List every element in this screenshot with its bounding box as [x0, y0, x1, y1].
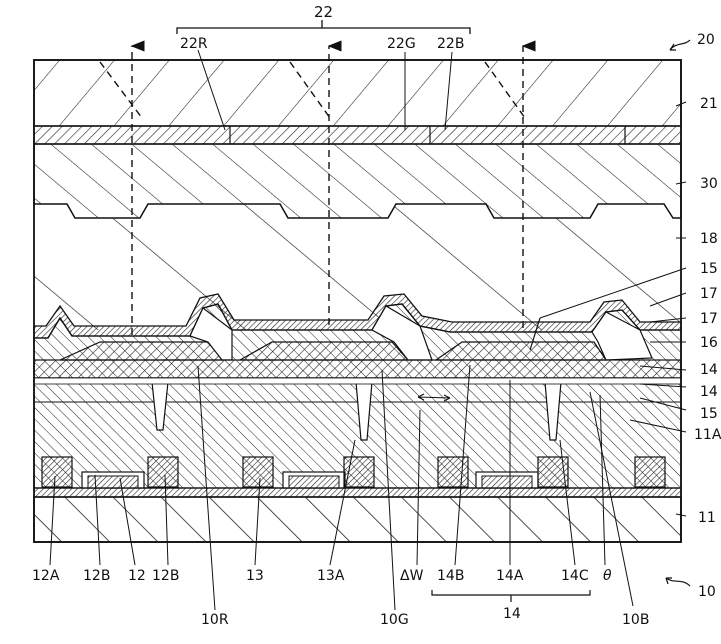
label-14-brace: 14: [503, 606, 521, 622]
label-11A: 11A: [694, 427, 721, 443]
brace-22: [177, 20, 470, 34]
label-18: 18: [700, 231, 718, 247]
label-22G: 22G: [387, 36, 416, 52]
label-14-lower: 14: [700, 384, 718, 400]
sealing-resin-18: [34, 204, 681, 330]
label-10R: 10R: [201, 612, 229, 628]
label-17-upper: 17: [700, 286, 718, 302]
label-22B: 22B: [437, 36, 464, 52]
label-16: 16: [700, 335, 718, 351]
label-14B: 14B: [437, 568, 464, 584]
label-12A: 12A: [32, 568, 60, 584]
label-12B-right: 12B: [152, 568, 179, 584]
label-14C: 14C: [561, 568, 589, 584]
label-14-upper: 14: [700, 362, 718, 378]
label-14A: 14A: [496, 568, 524, 584]
color-filter-layer-22: [34, 126, 681, 144]
label-13: 13: [246, 568, 264, 584]
label-12: 12: [128, 568, 146, 584]
tft-layer-11A: [34, 378, 681, 497]
label-theta: θ: [603, 568, 612, 584]
label-10G: 10G: [380, 612, 409, 628]
label-13A: 13A: [317, 568, 345, 584]
label-22: 22: [314, 3, 333, 21]
label-30: 30: [700, 176, 718, 192]
brace-14: [432, 590, 590, 602]
label-12B-left: 12B: [83, 568, 110, 584]
label-20: 20: [697, 32, 715, 48]
label-15-upper: 15: [700, 261, 718, 277]
label-delta-w: ΔW: [400, 568, 424, 584]
label-10B: 10B: [622, 612, 649, 628]
label-10: 10: [698, 584, 716, 600]
label-11: 11: [698, 510, 716, 526]
label-15-lower: 15: [700, 406, 718, 422]
layer-30: [34, 144, 681, 218]
label-17-lower: 17: [700, 311, 718, 327]
sealing-substrate-21: [34, 60, 681, 126]
substrate-11: [34, 497, 681, 542]
label-22R: 22R: [180, 36, 208, 52]
label-21: 21: [700, 96, 718, 112]
